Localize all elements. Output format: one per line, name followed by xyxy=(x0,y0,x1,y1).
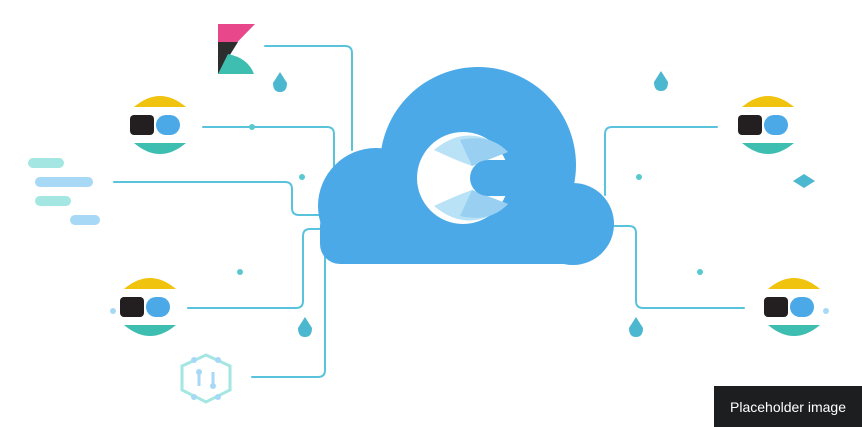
elasticsearch-logo-icon xyxy=(120,278,176,336)
diamond-icon xyxy=(793,174,815,188)
connector-es-top-left xyxy=(202,126,335,171)
cloud-c-logo xyxy=(417,132,522,224)
kibana-logo-icon xyxy=(218,24,255,74)
connector-es-top-right xyxy=(604,126,718,196)
connector-lines xyxy=(113,45,745,378)
decor-drops xyxy=(273,71,815,337)
elastic-cloud-icon xyxy=(318,67,614,265)
connector-kibana xyxy=(264,45,353,151)
elasticsearch-logo-icon xyxy=(764,278,820,336)
connector-logs xyxy=(113,181,326,216)
connector-es-bottom-left xyxy=(187,228,326,309)
elasticsearch-logo-icon xyxy=(738,96,794,154)
beats-hexagon-icon xyxy=(180,353,232,404)
connector-es-bottom-right xyxy=(607,225,745,309)
placeholder-badge: Placeholder image xyxy=(714,386,862,427)
drop-icon xyxy=(654,71,668,91)
drop-icon xyxy=(629,317,643,337)
drop-icon xyxy=(298,317,312,337)
drop-icon xyxy=(273,72,287,92)
elasticsearch-logo-icon xyxy=(130,96,186,154)
log-lines-icon xyxy=(28,158,100,225)
connector-beats xyxy=(251,239,326,378)
